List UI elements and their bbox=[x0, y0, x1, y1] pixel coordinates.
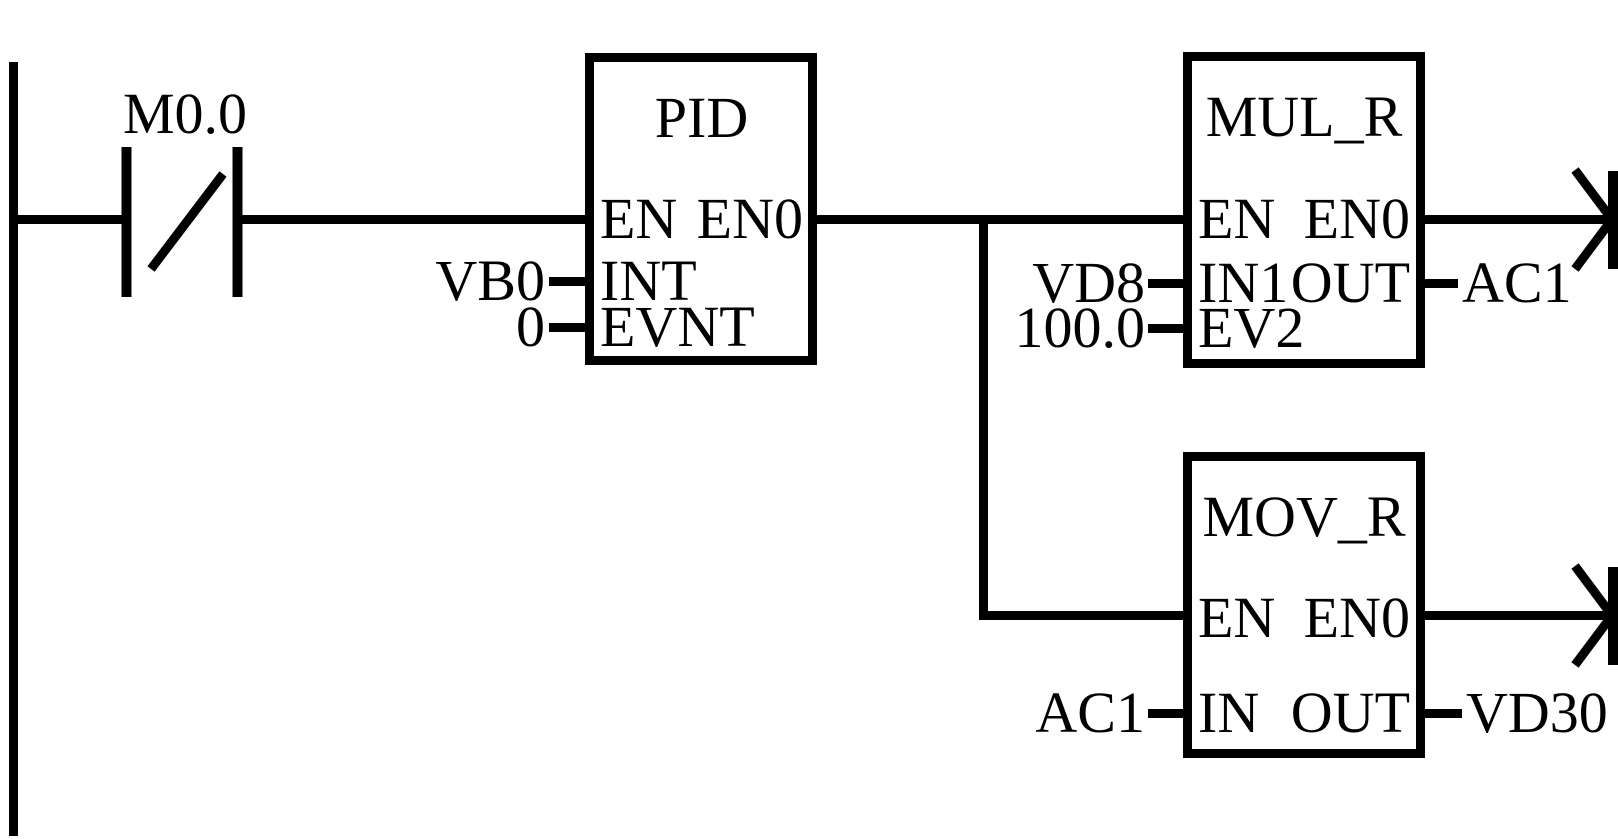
mov-block-outline bbox=[1183, 452, 1425, 758]
mul-in1-row: IN1 OUT bbox=[1192, 254, 1416, 312]
mov-pin-en: EN bbox=[1198, 585, 1276, 650]
mov-in-row: IN OUT bbox=[1192, 684, 1416, 742]
pid-evnt-operand-label: 0 bbox=[516, 294, 545, 359]
mul-block-outline bbox=[1183, 52, 1425, 368]
mov-out-operand-label: VD30 bbox=[1466, 680, 1608, 745]
mul-pin-in1: IN1 bbox=[1198, 250, 1289, 315]
mul-out-operand-label: AC1 bbox=[1462, 250, 1572, 315]
mul-ev2-row: EV2 bbox=[1192, 299, 1416, 357]
mul-ev2-operand-label: 100.0 bbox=[1014, 295, 1146, 360]
continuation-arrow-icon-bottom bbox=[1571, 563, 1618, 668]
mov-in-operand-label: AC1 bbox=[1035, 680, 1145, 745]
pid-pin-en: EN bbox=[600, 186, 678, 251]
mul-pin-out: OUT bbox=[1290, 250, 1410, 315]
pid-block-title: PID bbox=[654, 85, 749, 150]
mul-in1-operand-label: VD8 bbox=[1032, 250, 1145, 315]
nc-contact-slash bbox=[147, 171, 227, 272]
mul-pin-en: EN bbox=[1198, 186, 1276, 251]
pid-int-row: INT bbox=[594, 252, 809, 310]
mul-en-row: EN EN0 bbox=[1192, 190, 1416, 248]
mov-block-title: MOV_R bbox=[1202, 484, 1406, 549]
continuation-arrow-icon-top bbox=[1571, 167, 1618, 272]
pid-int-operand-label: VB0 bbox=[435, 248, 545, 313]
mul-pin-en0: EN0 bbox=[1303, 186, 1410, 251]
mov-en-row: EN EN0 bbox=[1192, 589, 1416, 647]
pid-pin-en0: EN0 bbox=[696, 186, 803, 251]
pid-en-row: EN EN0 bbox=[594, 190, 809, 248]
mov-pin-out: OUT bbox=[1290, 680, 1410, 745]
pid-pin-int: INT bbox=[600, 248, 697, 313]
pid-evnt-row: EVNT bbox=[594, 298, 809, 356]
contact-operand-label: M0.0 bbox=[122, 81, 248, 146]
pid-block-outline bbox=[585, 53, 817, 365]
mul-block-title: MUL_R bbox=[1205, 84, 1403, 149]
mov-pin-in: IN bbox=[1198, 680, 1260, 745]
pid-pin-evnt: EVNT bbox=[600, 294, 755, 359]
mul-pin-ev2: EV2 bbox=[1198, 295, 1305, 360]
mov-pin-en0: EN0 bbox=[1303, 585, 1410, 650]
